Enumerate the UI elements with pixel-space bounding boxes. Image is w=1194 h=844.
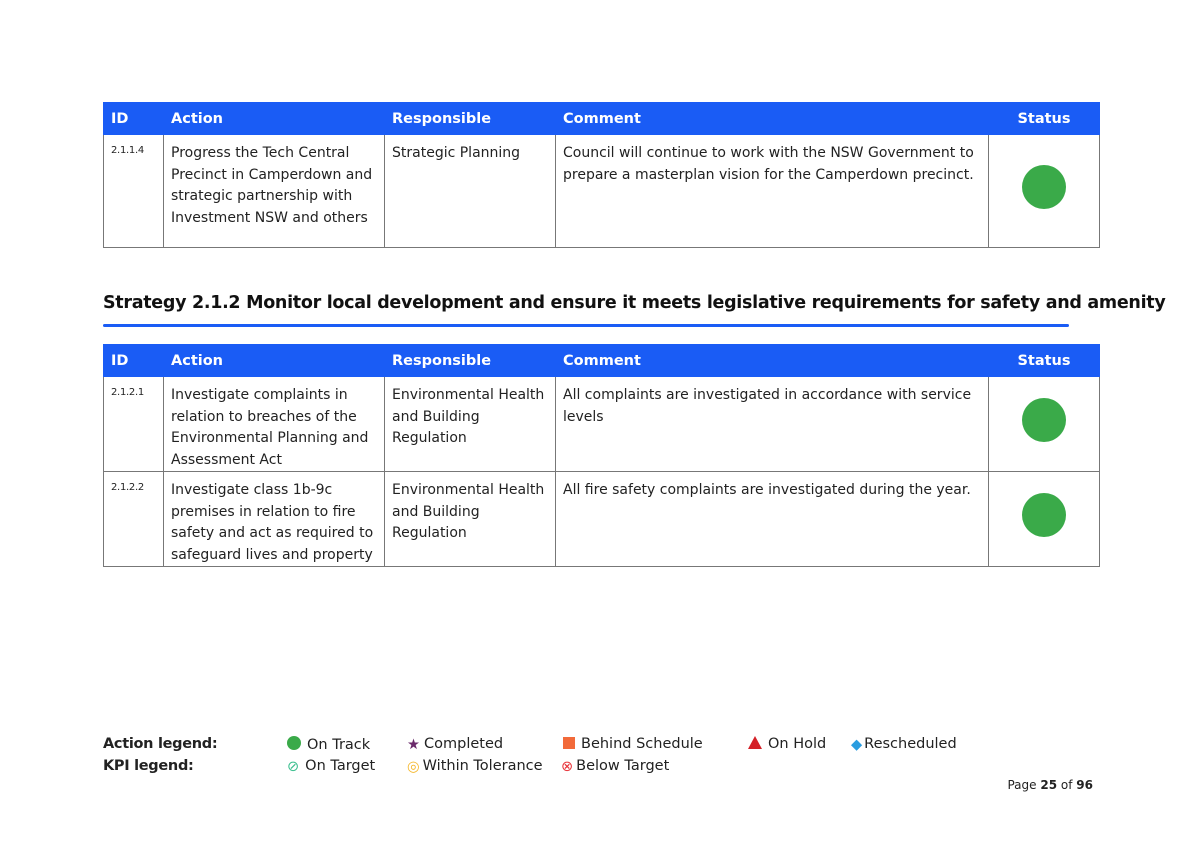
cell-status: [988, 134, 1100, 248]
col-comment: Comment: [555, 102, 989, 135]
legend-rescheduled: ◆Rescheduled: [851, 736, 957, 753]
col-comment: Comment: [555, 344, 989, 377]
col-id: ID: [103, 102, 164, 135]
cell-id: 2.1.2.1: [103, 376, 164, 472]
ring-icon: ◎: [407, 759, 420, 775]
cell-comment: All fire safety complaints are investiga…: [555, 471, 989, 567]
kpi-legend-label: KPI legend:: [103, 758, 194, 774]
page-of: of: [1060, 778, 1073, 792]
legend-text: Below Target: [576, 758, 670, 774]
col-responsible: Responsible: [384, 344, 556, 377]
x-circle-icon: ⊗: [561, 759, 574, 775]
col-status: Status: [988, 344, 1100, 377]
cell-comment: Council will continue to work with the N…: [555, 134, 989, 248]
table-row: 2.1.2.1 Investigate complaints in relati…: [103, 376, 1100, 472]
legend-below-target: ⊗Below Target: [561, 758, 669, 775]
legend-text: Rescheduled: [864, 736, 957, 752]
legend-completed: ★Completed: [407, 736, 503, 753]
legend-on-track: On Track: [287, 736, 370, 753]
check-circle-icon: ⊘: [287, 759, 300, 775]
legend-behind-schedule: Behind Schedule: [563, 736, 703, 752]
page-current: 25: [1040, 778, 1058, 792]
square-icon: [563, 737, 575, 749]
page-number: Page 25 of 96: [1007, 778, 1093, 792]
cell-responsible: Strategic Planning: [384, 134, 556, 248]
table-header: ID Action Responsible Comment Status: [103, 344, 1100, 377]
legend-text: Within Tolerance: [422, 758, 543, 774]
legend-text: Completed: [424, 736, 504, 752]
cell-action: Investigate complaints in relation to br…: [163, 376, 385, 472]
legend-on-hold: On Hold: [748, 736, 826, 752]
col-action: Action: [163, 102, 385, 135]
action-legend-label: Action legend:: [103, 736, 218, 752]
legend-within-tolerance: ◎Within Tolerance: [407, 758, 543, 775]
col-id: ID: [103, 344, 164, 377]
cell-responsible: Environmental Health and Building Regula…: [384, 376, 556, 472]
cell-status: [988, 376, 1100, 472]
on-track-status-icon: [1022, 493, 1066, 538]
page-total: 96: [1076, 778, 1093, 792]
heading-underline: [103, 324, 1069, 327]
actions-table-2-1-1: ID Action Responsible Comment Status 2.1…: [103, 102, 1100, 248]
col-responsible: Responsible: [384, 102, 556, 135]
triangle-icon: [748, 736, 762, 749]
star-icon: ★: [407, 737, 420, 753]
diamond-icon: ◆: [851, 737, 863, 753]
table-row: 2.1.1.4 Progress the Tech Central Precin…: [103, 134, 1100, 248]
table-row: 2.1.2.2 Investigate class 1b-9c premises…: [103, 471, 1100, 567]
cell-action: Progress the Tech Central Precinct in Ca…: [163, 134, 385, 248]
cell-id: 2.1.1.4: [103, 134, 164, 248]
cell-action: Investigate class 1b-9c premises in rela…: [163, 471, 385, 567]
actions-table-2-1-2: ID Action Responsible Comment Status 2.1…: [103, 344, 1100, 567]
cell-status: [988, 471, 1100, 567]
legend-text: On Target: [305, 758, 376, 774]
legend-on-target: ⊘ On Target: [287, 758, 375, 775]
col-action: Action: [163, 344, 385, 377]
cell-comment: All complaints are investigated in accor…: [555, 376, 989, 472]
col-status: Status: [988, 102, 1100, 135]
green-circle-icon: [287, 736, 301, 750]
table-header: ID Action Responsible Comment Status: [103, 102, 1100, 135]
on-track-status-icon: [1022, 165, 1066, 210]
on-track-status-icon: [1022, 398, 1066, 443]
legend-text: On Hold: [768, 736, 827, 752]
strategy-heading: Strategy 2.1.2 Monitor local development…: [103, 293, 1166, 313]
page-prefix: Page: [1007, 778, 1037, 792]
cell-id: 2.1.2.2: [103, 471, 164, 567]
cell-responsible: Environmental Health and Building Regula…: [384, 471, 556, 567]
legend-text: Behind Schedule: [581, 736, 703, 752]
legend-text: On Track: [307, 737, 371, 753]
